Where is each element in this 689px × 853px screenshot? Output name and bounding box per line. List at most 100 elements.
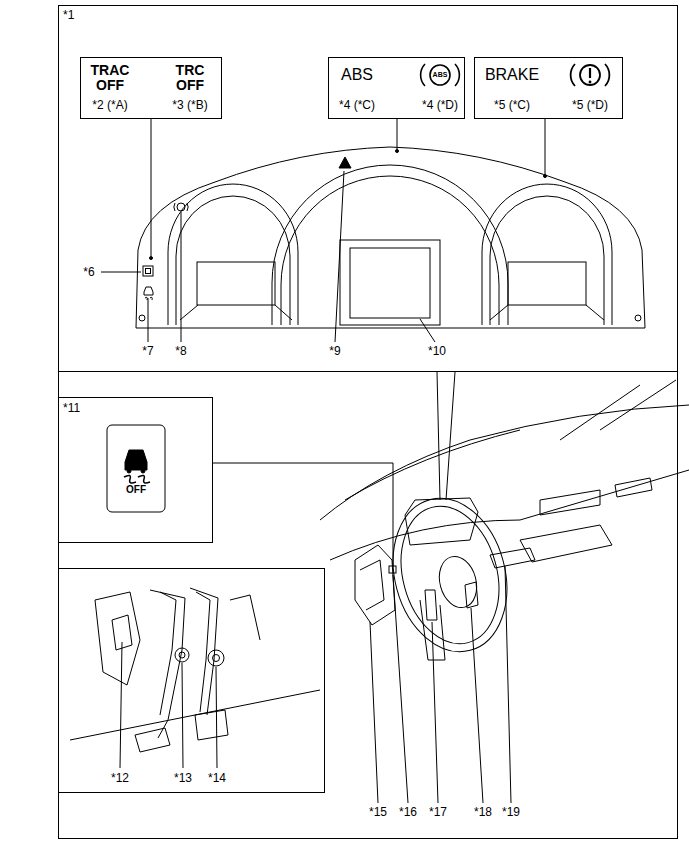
brake-warning-icon: [571, 64, 610, 86]
leader-line: [393, 575, 408, 803]
brake-warning-icon: [589, 81, 592, 84]
callout-number: *1: [63, 9, 74, 22]
leader-line: [216, 667, 217, 768]
pedal-area: [230, 595, 260, 640]
leader-line: [370, 622, 378, 803]
combination-meter: [635, 315, 641, 321]
callout-number: *9: [329, 345, 340, 358]
indicator-box: BRAKE *5 (*C) *5 (*D): [474, 57, 623, 119]
leader-line: [370, 566, 511, 803]
callout-number: *4 (*C): [339, 99, 375, 112]
leader-line: [446, 372, 455, 500]
indicator-icons: [144, 287, 153, 295]
leader-line: [545, 119, 546, 175]
brake-warning-icon: [580, 65, 600, 85]
outer-frame: [59, 6, 678, 839]
indicator-icons: [177, 203, 185, 211]
vehicle-interior: [345, 430, 520, 500]
vsc-off-switch-icon: [125, 450, 147, 470]
callout-number: *12: [111, 772, 129, 785]
pedal-area: [195, 710, 228, 740]
leader-line: [471, 608, 483, 803]
pedal-area: [160, 592, 176, 715]
leader-line: [432, 622, 438, 803]
combination-meter: [168, 184, 298, 325]
leader-line: [120, 642, 122, 768]
combination-meter: [508, 262, 586, 305]
pedal-area: [95, 592, 140, 685]
callout-number: *3 (*B): [172, 99, 207, 112]
callout-number: *8: [175, 345, 186, 358]
brake-warning-icon: [605, 64, 609, 86]
vehicle-interior: [360, 560, 384, 610]
leader-line: [150, 257, 153, 260]
pedal-area: [150, 590, 185, 738]
vehicle-interior: [320, 380, 689, 665]
indicator-icons: [145, 297, 152, 300]
leader-line: [148, 298, 149, 342]
vehicle-interior: [355, 545, 395, 625]
leader-line: [397, 119, 398, 150]
vehicle-interior: [615, 478, 652, 497]
brake-warning-icon: [589, 68, 591, 78]
vsc-off-switch-icon: [141, 469, 145, 473]
callout-number: *18: [474, 806, 492, 819]
vehicle-interior: [465, 582, 478, 608]
indicator-box: ABSABS*4 (*C)*4 (*D): [328, 57, 465, 119]
leader-line: [335, 171, 344, 342]
callout-number: *11: [63, 402, 80, 415]
indicator-text: ABS: [341, 66, 373, 84]
combination-meter: [281, 176, 499, 325]
pedal-area: [196, 592, 210, 712]
combination-meter: [176, 196, 290, 325]
vehicle-interior: [490, 548, 535, 568]
indicator-text: TRAC OFF: [85, 63, 135, 94]
vehicle-interior: [520, 525, 612, 562]
callout-number: *5 (*D): [572, 99, 608, 112]
combination-meter: [136, 147, 645, 328]
vehicle-interior: [540, 490, 600, 515]
indicator-icons: [174, 203, 188, 211]
vehicle-interior: [389, 566, 396, 573]
leader-line: [182, 663, 183, 768]
pedal-area: [70, 588, 320, 752]
leader-line: [420, 319, 435, 342]
indicator-box: TRAC OFFTRC OFF*2 (*A)*3 (*B): [80, 57, 222, 119]
leader-line: [181, 212, 182, 342]
callout-number: *17: [429, 806, 447, 819]
vehicle-interior: [405, 498, 478, 545]
abs-warning-icon: [421, 64, 425, 86]
pedal-inset-box: *12*13*14: [58, 568, 325, 793]
indicator-text: BRAKE: [485, 66, 539, 84]
callout-number: *15: [369, 806, 387, 819]
meter-inset-frame: *1TRAC OFFTRC OFF*2 (*A)*3 (*B)ABSABS*4 …: [58, 5, 678, 372]
pedal-area: [175, 648, 189, 662]
leader-line: [101, 272, 141, 273]
indicator-icons: [143, 157, 351, 300]
callout-number: *19: [502, 806, 520, 819]
leader-line: [101, 119, 547, 566]
combination-meter: [272, 165, 508, 325]
vsc-off-switch-icon: [138, 475, 150, 483]
leader-line: [544, 175, 547, 178]
pedal-area: [179, 652, 185, 658]
vsc-off-switch-icon: [107, 425, 165, 512]
leader-line: [437, 372, 440, 500]
vehicle-interior: [377, 485, 524, 664]
callout-number: *7: [142, 345, 153, 358]
pedal-area: [70, 690, 320, 740]
callout-number: *14: [208, 772, 226, 785]
pedal-area: [135, 728, 170, 752]
combination-meter: [340, 240, 440, 325]
vsc-off-switch-icon: [127, 469, 131, 473]
vehicle-interior: [434, 552, 482, 612]
vsc-off-switch-icon: [107, 425, 165, 512]
vehicle-interior: [425, 590, 437, 620]
leader-line: [213, 463, 393, 566]
callout-number: *16: [399, 806, 417, 819]
abs-warning-icon: [430, 65, 450, 85]
combination-meter: [180, 305, 604, 320]
vehicle-interior: [386, 495, 513, 655]
abs-warning-icon: [455, 64, 459, 86]
callout-number: *5 (*C): [494, 99, 530, 112]
